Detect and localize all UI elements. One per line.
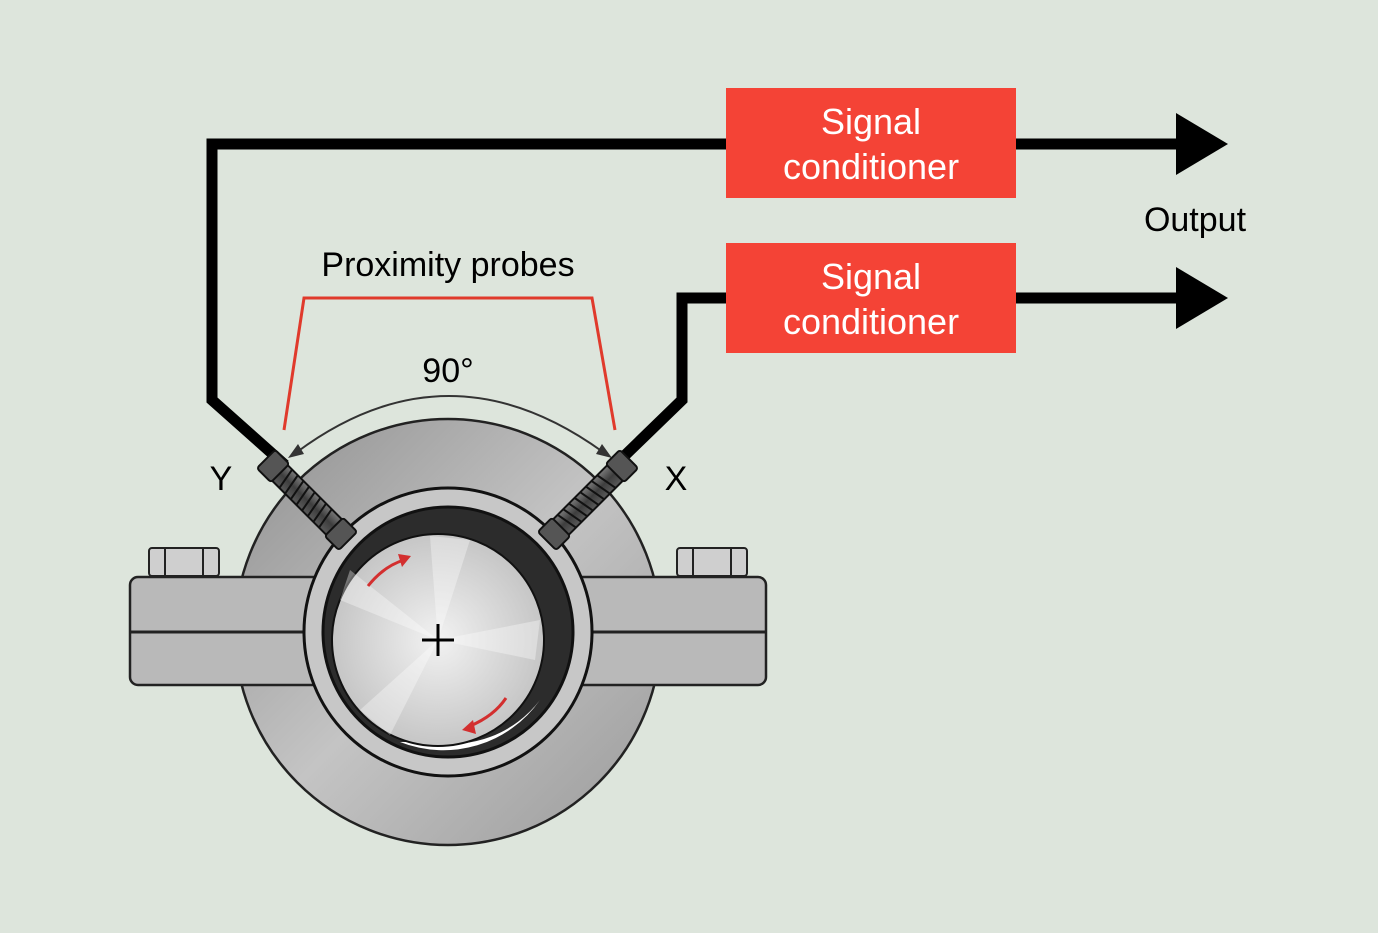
signal-conditioner-box bbox=[726, 243, 1016, 353]
signal-conditioner-line1: Signal bbox=[821, 101, 921, 142]
proximity-probes-label: Proximity probes bbox=[321, 246, 574, 284]
angle-arc bbox=[296, 395, 604, 453]
hex-nut-right-icon bbox=[676, 547, 748, 577]
probe-y-label: Y bbox=[210, 460, 233, 498]
signal-conditioner-line2: conditioner bbox=[783, 301, 959, 342]
rotation-arrow-top-icon bbox=[366, 554, 411, 587]
signal-conditioner-line2: conditioner bbox=[783, 146, 959, 187]
wire-x bbox=[611, 292, 730, 469]
wires bbox=[206, 138, 1182, 470]
signal-conditioner-2: Signal conditioner bbox=[726, 243, 1016, 353]
shaft-sheen bbox=[340, 536, 540, 735]
signal-conditioner-box bbox=[726, 88, 1016, 198]
probe-x bbox=[538, 450, 638, 550]
angle-label: 90° bbox=[422, 352, 473, 390]
angle-arrowhead-right-icon bbox=[596, 444, 612, 458]
output-arrowhead-2-icon bbox=[1176, 267, 1228, 329]
wire-y bbox=[206, 138, 730, 470]
shaft-center-crosshair-icon bbox=[422, 624, 454, 656]
probe-y bbox=[257, 450, 357, 550]
output-label: Output bbox=[1144, 201, 1247, 239]
signal-conditioner-line1: Signal bbox=[821, 256, 921, 297]
probe-x-label: X bbox=[665, 460, 688, 498]
signal-conditioner-1: Signal conditioner bbox=[726, 88, 1016, 198]
proximity-probes-bracket bbox=[282, 296, 617, 431]
output-arrowhead-1-icon bbox=[1176, 113, 1228, 175]
angle-arrowhead-left-icon bbox=[288, 444, 304, 458]
oil-film bbox=[400, 700, 540, 751]
hex-nut-left-icon bbox=[148, 547, 220, 577]
rotation-arrow-bottom-icon bbox=[462, 697, 508, 734]
